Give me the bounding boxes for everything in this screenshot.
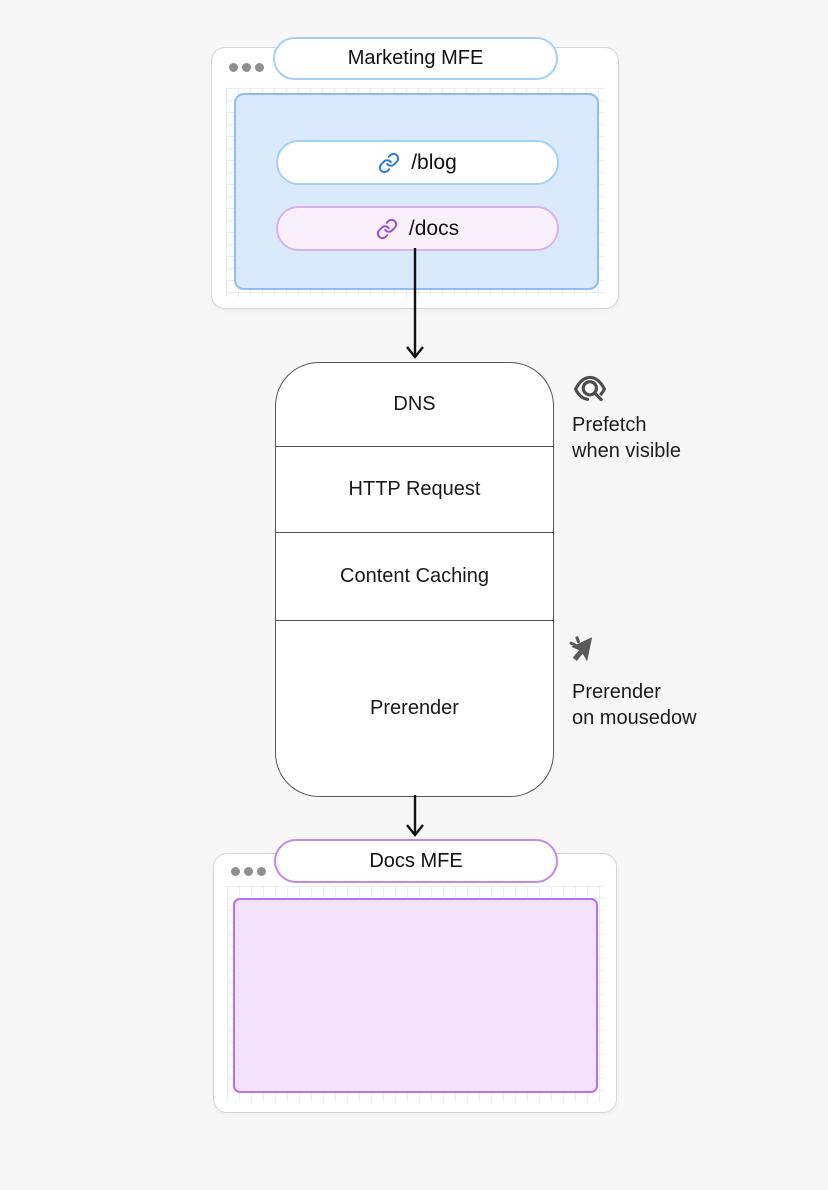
blog-link-label: /blog (411, 150, 457, 174)
window-dot-icon (242, 63, 251, 72)
window-dot-icon (231, 867, 240, 876)
mouse-pointer-click-icon (569, 636, 593, 662)
window-dot-icon (229, 63, 238, 72)
stage-label: Prerender (370, 697, 459, 719)
docs-mfe-title: Docs MFE (369, 849, 463, 872)
window-controls-icon (229, 63, 264, 72)
window-dot-icon (257, 867, 266, 876)
pipeline-stage-prerender: Prerender (276, 620, 553, 796)
scan-eye-icon (574, 375, 606, 402)
prerender-annotation-line2: on mousedow (572, 707, 697, 729)
pipeline-box: DNS HTTP Request Content Caching Prerend… (275, 362, 554, 797)
docs-mfe-title-pill: Docs MFE (274, 839, 558, 883)
stage-label: Content Caching (340, 565, 489, 587)
docs-content-panel (233, 898, 598, 1093)
stage-label: DNS (393, 393, 436, 415)
marketing-mfe-title: Marketing MFE (347, 47, 484, 69)
docs-link-label: /docs (408, 216, 460, 240)
prerender-annotation-line1: Prerender (572, 681, 661, 703)
prefetch-annotation-line2: when visible (572, 440, 681, 462)
stage-label: HTTP Request (348, 478, 481, 500)
prefetch-annotation-line1: Prefetch (572, 414, 647, 436)
pipeline-stage-dns: DNS (276, 363, 553, 446)
link-icon (376, 218, 397, 239)
docs-browser-window: Docs MFE (213, 839, 617, 1113)
marketing-browser-window: /blog /docs Marketing MFE (211, 37, 619, 309)
arrow-pipeline-to-docs (406, 795, 424, 837)
window-dot-icon (255, 63, 264, 72)
marketing-content-panel: /blog /docs (234, 93, 599, 290)
pipeline-stage-content-caching: Content Caching (276, 532, 553, 620)
prerender-annotation: Prerender on mousedow (572, 679, 697, 731)
window-controls-icon (231, 867, 266, 876)
window-dot-icon (244, 867, 253, 876)
pipeline-stage-http-request: HTTP Request (276, 446, 553, 532)
docs-link-pill[interactable]: /docs (276, 206, 559, 251)
link-icon (379, 152, 400, 173)
prefetch-annotation: Prefetch when visible (572, 412, 681, 464)
arrow-docs-to-pipeline (406, 248, 424, 359)
marketing-mfe-title-pill: Marketing MFE (273, 37, 558, 80)
blog-link-pill[interactable]: /blog (276, 140, 559, 185)
